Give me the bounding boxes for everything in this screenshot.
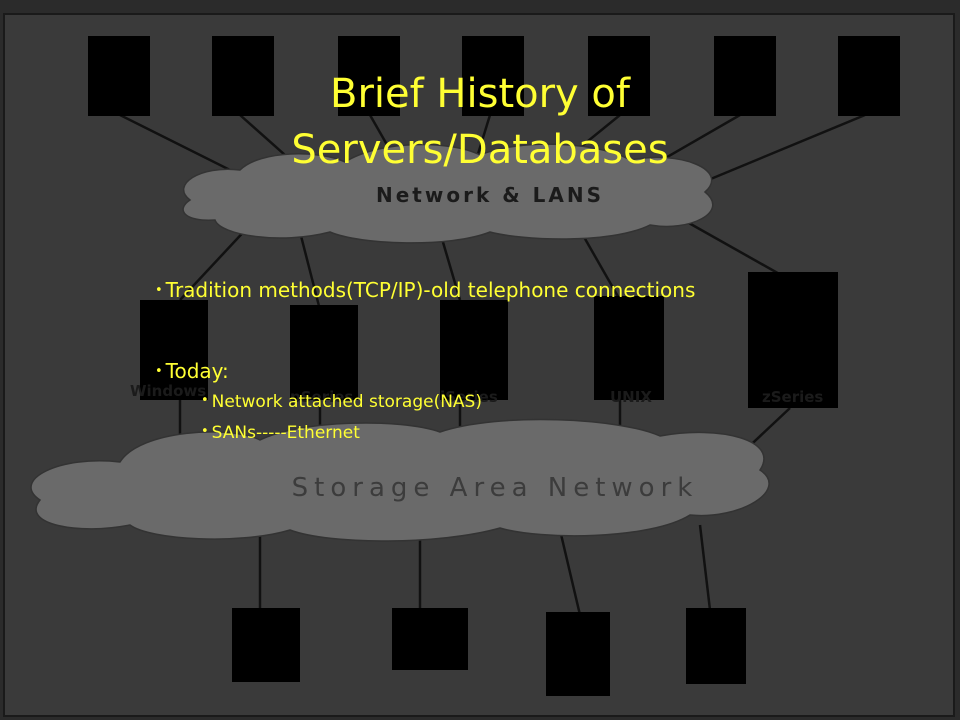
upper-cloud-label: Network & LANS [376, 183, 604, 207]
upper-network-cloud [182, 143, 714, 244]
server-label: iSeries [440, 388, 498, 406]
server-boxes [140, 272, 838, 408]
sub-bullet-item: •SANs-----Ethernet [155, 417, 755, 448]
bullet-list: •Tradition methods(TCP/IP)-old telephone… [155, 276, 755, 448]
bullet-text: SANs-----Ethernet [211, 423, 360, 443]
sub-bullet-item: •Network attached storage(NAS) [155, 386, 755, 417]
bullet-dot-icon: • [201, 424, 209, 439]
bullet-dot-icon: • [201, 393, 209, 408]
bullet-spacer [155, 305, 755, 357]
bullet-text: Tradition methods(TCP/IP)-old telephone … [165, 278, 696, 302]
storage-boxes [232, 608, 746, 696]
title-line: Brief History of [330, 71, 630, 117]
slide-title: Brief History of Servers/Databases [180, 66, 780, 178]
bullet-dot-icon: • [155, 364, 163, 379]
server-label: zSeries [762, 388, 823, 406]
client-boxes [88, 36, 900, 116]
bullet-dot-icon: • [155, 283, 163, 298]
server-label: pSeries [290, 388, 353, 406]
bullet-text: Today: [165, 359, 229, 383]
storage-area-network-cloud [30, 418, 770, 542]
lower-cloud-label: Storage Area Network [292, 473, 699, 503]
bullet-item: •Today: [155, 357, 755, 386]
title-line: Servers/Databases [291, 127, 669, 173]
server-labels: Windows pSeries iSeries UNIX zSeries [130, 382, 823, 406]
server-label: Windows [130, 382, 206, 400]
bullet-item: •Tradition methods(TCP/IP)-old telephone… [155, 276, 755, 305]
server-label: UNIX [610, 388, 652, 406]
bullet-text: Network attached storage(NAS) [211, 392, 482, 412]
